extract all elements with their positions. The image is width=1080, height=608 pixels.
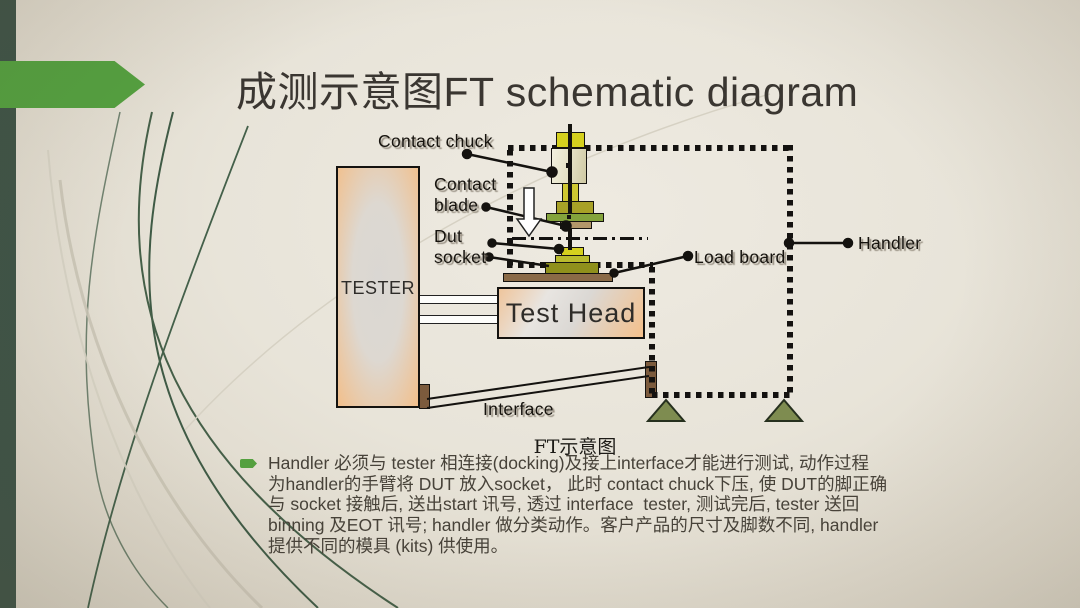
- arrow-banner-icon: [0, 61, 145, 108]
- dut-rod: [568, 228, 572, 250]
- body-line: 与 socket 接触后, 送出start 讯号, 透过 interface t…: [268, 494, 860, 515]
- contact-chuck-label: Contact chuck: [378, 131, 493, 151]
- tester-label: TESTER: [340, 278, 415, 298]
- body-line: 为handler的手臂将 DUT 放入socket， 此时 contact ch…: [268, 473, 888, 494]
- handler-outline-right: [787, 145, 793, 397]
- slide-title: 成测示意图FT schematic diagram: [236, 69, 859, 115]
- interface-rods: [426, 366, 650, 409]
- body-text: Handler 必须与 tester 相连接(docking)及接上interf…: [268, 453, 1032, 557]
- dut-socket-label: Dut socket: [434, 226, 487, 267]
- test-head-label: Test Head: [505, 297, 637, 328]
- handler-outline-left: [507, 150, 513, 268]
- tester-box: TESTER: [336, 166, 420, 408]
- centerline-dashdot: [512, 237, 648, 240]
- body-line: binning 及EOT 讯号; handler 做分类动作。客户产品的尺寸及脚…: [268, 515, 879, 536]
- handler-outline-mid: [649, 267, 655, 397]
- handler-outline-top: [508, 145, 790, 151]
- test-head-box: Test Head: [497, 287, 645, 339]
- handler-outline-bottom: [652, 392, 792, 398]
- bullet-icon: [240, 459, 257, 468]
- handler-feet: [645, 398, 805, 422]
- docking-rail-top: [420, 295, 498, 304]
- figure-caption: FT示意图: [533, 436, 617, 458]
- press-down-arrow-icon: [515, 187, 543, 238]
- interface-label: Interface: [483, 399, 554, 419]
- docking-rail-bottom: [420, 315, 498, 324]
- body-line: Handler 必须与 tester 相连接(docking)及接上interf…: [268, 453, 869, 473]
- load-board-label: Load board: [694, 247, 786, 267]
- handler-label: Handler: [858, 233, 922, 253]
- tester-interface-connector: [419, 384, 430, 409]
- press-rod: [568, 124, 572, 214]
- body-line: 提供不同的模具 (kits) 供使用。: [268, 535, 509, 556]
- contact-blade-label: Contact blade: [434, 174, 497, 215]
- sidebar-accent-bar: [0, 0, 16, 608]
- blade-pin: [567, 215, 571, 219]
- chuck-pin: [566, 163, 571, 168]
